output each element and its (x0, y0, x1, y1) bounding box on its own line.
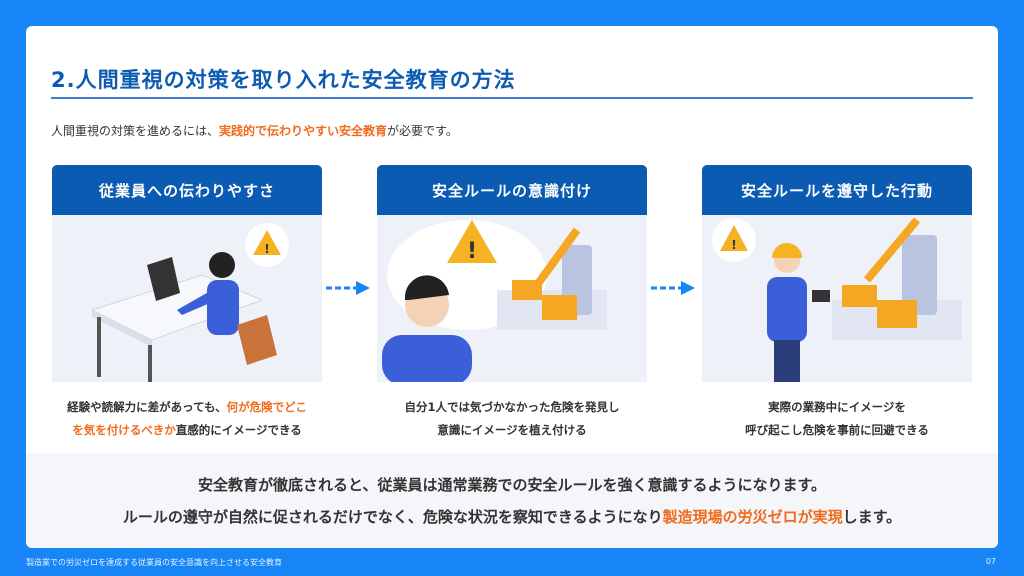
desc-text: 実際の業務中にイメージを (768, 400, 906, 414)
lead-before: 人間重視の対策を進めるには、 (51, 124, 220, 138)
title-divider (51, 97, 973, 99)
summary-highlight: 製造現場の労災ゼロが実現 (662, 508, 843, 526)
desc-text: 直感的にイメージできる (175, 423, 302, 437)
illustration-tablet-worker: ! (52, 215, 322, 382)
column-1: 従業員への伝わりやすさ ! 経験や読解力に差があっても、何が危険でどこ を気を付… (52, 165, 322, 442)
svg-text:!: ! (731, 238, 736, 252)
summary-text: ルールの遵守が自然に促されるだけでなく、危険な状況を察知できるようになり (122, 508, 663, 526)
column-description: 実際の業務中にイメージを 呼び起こし危険を事前に回避できる (702, 396, 972, 442)
arrow-right-icon (651, 281, 695, 295)
slide-card: 2.人間重視の対策を取り入れた安全教育の方法 人間重視の対策を進めるには、実践的… (26, 26, 998, 548)
column-description: 経験や読解力に差があっても、何が危険でどこ を気を付けるべきか直感的にイメージで… (52, 396, 322, 442)
svg-text:!: ! (467, 239, 477, 264)
lead-highlight: 実践的で伝わりやすい安全教育 (219, 124, 388, 138)
arrow-right-icon (326, 281, 370, 295)
summary-panel: 安全教育が徹底されると、従業員は通常業務での安全ルールを強く意識するようになりま… (26, 453, 998, 548)
lead-after: が必要です。 (387, 124, 458, 138)
desc-highlight: を気を付けるべきか (72, 423, 176, 437)
footer-text: 製造業での労災ゼロを達成する従業員の安全意識を向上させる安全教育 (26, 558, 282, 567)
column-3: 安全ルールを遵守した行動 ! 実際の業務中にイメージを 呼び起こし危険を事前に回… (702, 165, 972, 442)
column-heading: 従業員への伝わりやすさ (52, 165, 322, 215)
column-heading: 安全ルールの意識付け (377, 165, 647, 215)
column-description: 自分1人では気づかなかった危険を発見し 意識にイメージを植え付ける (377, 396, 647, 442)
summary-line-1: 安全教育が徹底されると、従業員は通常業務での安全ルールを強く意識するようになりま… (198, 476, 826, 494)
desc-text: 意識にイメージを植え付ける (437, 423, 587, 437)
illustration-safe-operation: ! (702, 215, 972, 382)
page-number: 07 (985, 557, 996, 566)
lead-text: 人間重視の対策を進めるには、実践的で伝わりやすい安全教育が必要です。 (51, 122, 458, 139)
summary-text: します。 (842, 508, 902, 526)
illustration-robot-awareness: ! (377, 215, 647, 382)
warning-icon: ! (712, 218, 756, 262)
desc-text: 自分1人では気づかなかった危険を発見し (404, 400, 620, 414)
summary-line-2: ルールの遵守が自然に促されるだけでなく、危険な状況を察知できるようになり製造現場… (26, 501, 998, 533)
warning-icon: ! (447, 220, 497, 264)
desc-text: 経験や読解力に差があっても、 (67, 400, 227, 414)
desc-highlight: 何が危険でどこ (226, 400, 307, 414)
warning-icon: ! (245, 223, 289, 267)
desc-text: 呼び起こし危険を事前に回避できる (745, 423, 929, 437)
page-title: 2.人間重視の対策を取り入れた安全教育の方法 (51, 68, 516, 92)
column-heading: 安全ルールを遵守した行動 (702, 165, 972, 215)
svg-text:!: ! (264, 242, 269, 256)
column-2: 安全ルールの意識付け ! 自分1人では気づかなかった危険を発見し 意識にイメージ… (377, 165, 647, 442)
